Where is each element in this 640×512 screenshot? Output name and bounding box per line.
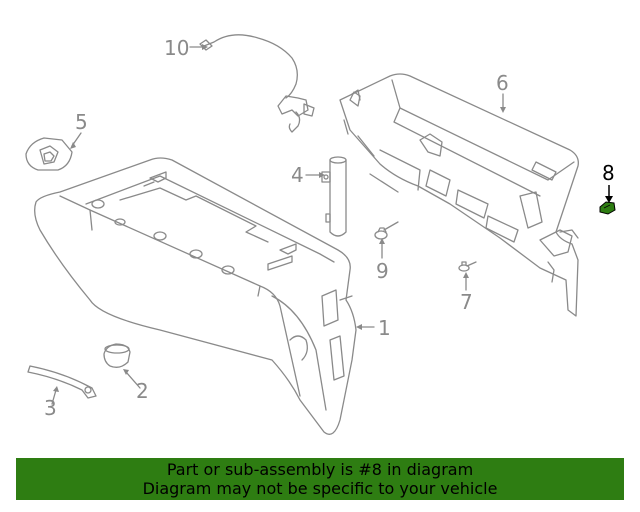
part-1-glove-box-door [34, 157, 357, 435]
part-6-glove-box-bin [339, 73, 579, 317]
callout-4: 4 [291, 163, 304, 187]
callout-10: 10 [164, 36, 189, 60]
callout-1: 1 [378, 316, 391, 340]
callout-3: 3 [44, 396, 57, 420]
part-10-wire-harness [199, 34, 315, 133]
callout-8: 8 [602, 161, 615, 185]
part-7-screw [458, 261, 477, 272]
callout-9: 9 [376, 259, 389, 283]
banner-line-1: Part or sub-assembly is #8 in diagram [166, 460, 474, 479]
part-5-lock-bracket [25, 137, 73, 171]
leader-arrowheads [53, 44, 506, 392]
callout-6: 6 [496, 71, 509, 95]
part-2-bumper [103, 343, 131, 368]
part-9-bolt [374, 221, 399, 240]
banner-line-2: Diagram may not be specific to your vehi… [142, 479, 498, 498]
part-4-damper [321, 156, 347, 237]
part-8-clip-highlighted [599, 185, 616, 215]
part-notice-banner: Part or sub-assembly is #8 in diagram Di… [16, 458, 624, 500]
callout-2: 2 [136, 379, 149, 403]
callout-5: 5 [75, 110, 88, 134]
callout-7: 7 [460, 290, 473, 314]
part-3-strap [27, 365, 97, 399]
